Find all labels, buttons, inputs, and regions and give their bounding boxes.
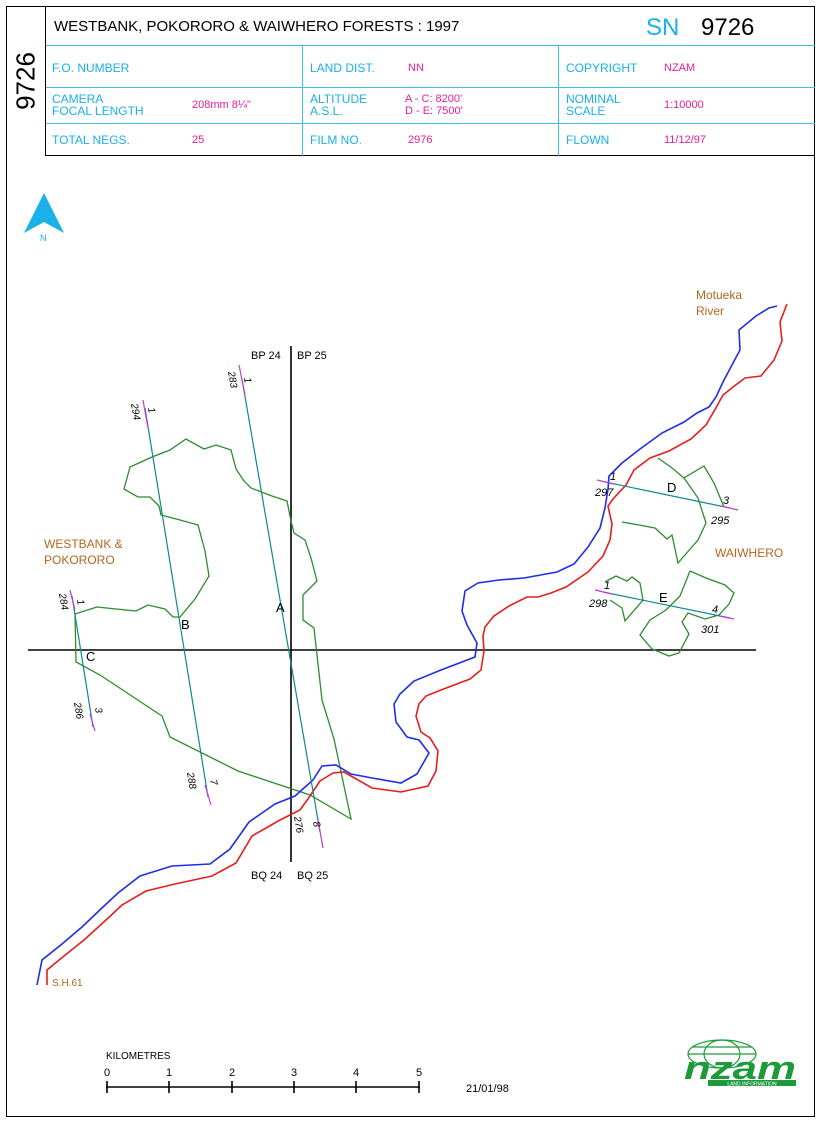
- run-e-end-frame: 4: [712, 604, 718, 616]
- sn-value: 9726: [701, 14, 755, 41]
- grid-label-bp25: BP 25: [297, 350, 327, 362]
- flight-line-a: [241, 378, 321, 833]
- film-value: 2976: [408, 134, 433, 146]
- sn-label: SN: [646, 14, 680, 41]
- film-label: FILM NO.: [310, 133, 363, 147]
- run-b-end-neg: 288: [184, 771, 198, 791]
- scale-label-2: SCALE: [566, 104, 606, 118]
- negs-label: TOTAL NEGS.: [52, 133, 130, 147]
- camera-label-2: FOCAL LENGTH: [52, 104, 144, 118]
- sheet-id-vertical: 9726: [6, 6, 46, 156]
- nzam-logo-icon: nzam LAND INFORMATION: [684, 1039, 796, 1088]
- fo-number-label: F.O. NUMBER: [52, 61, 130, 75]
- westbank-pokororo-boundary: [74, 438, 352, 821]
- river-name-line-1: Motueka: [696, 288, 742, 302]
- altitude-value-1: A - C: 8200': [405, 93, 463, 105]
- run-d-end-neg: 295: [710, 515, 730, 527]
- motueka-river: [36, 305, 778, 986]
- run-label-c: C: [86, 649, 95, 664]
- river-name-line-2: River: [696, 304, 724, 318]
- camera-label-1: CAMERA: [52, 92, 104, 106]
- info-row-3: TOTAL NEGS. 25 FILM NO. 2976 FLOWN 11/12…: [46, 124, 815, 156]
- place-westbank-line-2: POKORORO: [44, 553, 115, 567]
- run-d-end-frame: 3: [723, 495, 730, 507]
- copyright-label: COPYRIGHT: [566, 61, 638, 75]
- scale-tick-4: 4: [353, 1067, 359, 1079]
- copyright-value: NZAM: [664, 62, 696, 74]
- waiwhero-boundary-1: [621, 465, 725, 565]
- land-dist-value: NN: [408, 62, 424, 74]
- title-block: WESTBANK, POKORORO & WAIWHERO FORESTS : …: [46, 6, 815, 156]
- info-row-2: CAMERA FOCAL LENGTH 208mm 8¼" ALTITUDE A…: [46, 88, 815, 124]
- waiwhero-boundary-4: [639, 570, 735, 657]
- scale-tick-3: 3: [291, 1067, 297, 1079]
- grid-label-bq25: BQ 25: [297, 870, 328, 882]
- info-row-1: F.O. NUMBER LAND DIST. NN COPYRIGHT NZAM: [46, 46, 815, 88]
- grid-label-bq24: BQ 24: [251, 870, 282, 882]
- run-c-start-neg: 284: [56, 592, 70, 612]
- camera-value: 208mm 8¼": [192, 99, 251, 111]
- run-a-start-frame: 1: [241, 377, 253, 384]
- run-b-end-frame: 7: [207, 779, 219, 787]
- frame-ticks: [69, 364, 739, 849]
- altitude-label-1: ALTITUDE: [310, 92, 368, 106]
- map-grid: [28, 346, 756, 862]
- run-e-start-neg: 298: [588, 598, 608, 610]
- flight-line-e: [602, 591, 731, 619]
- altitude-label-2: A.S.L.: [310, 104, 343, 118]
- scale-tick-5: 5: [416, 1067, 422, 1079]
- flight-line-b: [144, 407, 209, 798]
- flown-value: 11/12/97: [664, 134, 707, 146]
- run-e-start-frame: 1: [604, 580, 610, 592]
- run-a-end-neg: 276: [291, 815, 305, 835]
- map-sheet-frame: [6, 6, 815, 1117]
- land-dist-label: LAND DIST.: [310, 61, 375, 75]
- column-divider-1: [302, 46, 303, 156]
- column-divider-2: [558, 46, 559, 156]
- run-c-end-frame: 3: [92, 707, 104, 715]
- north-arrow-icon: N: [24, 193, 64, 243]
- scale-tick-2: 2: [229, 1067, 235, 1079]
- logo-tagline: LAND INFORMATION: [727, 1082, 777, 1088]
- place-waiwhero: WAIWHERO: [715, 546, 783, 560]
- scale-bar-title: KILOMETRES: [106, 1051, 171, 1062]
- run-d-start-frame: 1: [610, 471, 616, 483]
- flight-lines: [71, 378, 731, 833]
- run-d-start-neg: 297: [594, 487, 614, 499]
- run-b-start-frame: 1: [145, 407, 157, 414]
- flight-line-c: [71, 595, 94, 728]
- run-label-e: E: [659, 590, 668, 605]
- scale-label-1: NOMINAL: [566, 92, 621, 106]
- compile-date: 21/01/98: [466, 1083, 509, 1095]
- scale-tick-1: 1: [166, 1067, 172, 1079]
- waiwhero-boundary-3: [604, 575, 644, 623]
- altitude-value-2: D - E: 7500': [405, 105, 463, 117]
- place-westbank-line-1: WESTBANK &: [44, 537, 123, 551]
- forest-boundaries: [74, 438, 735, 821]
- run-label-d: D: [667, 480, 676, 495]
- negs-value: 25: [192, 134, 205, 146]
- run-c-end-neg: 286: [71, 701, 85, 721]
- run-a-end-frame: 8: [310, 821, 322, 829]
- run-b-start-neg: 294: [128, 402, 142, 422]
- waiwhero-boundary-2: [657, 457, 685, 479]
- sh61-road: [46, 303, 788, 985]
- run-label-a: A: [276, 600, 285, 615]
- run-label-b: B: [181, 617, 190, 632]
- north-label: N: [40, 233, 47, 243]
- run-c-start-frame: 1: [74, 599, 86, 606]
- flown-label: FLOWN: [566, 133, 610, 147]
- grid-label-bp24: BP 24: [251, 350, 281, 362]
- highway-label: S.H.61: [52, 978, 83, 989]
- scale-value: 1:10000: [664, 99, 704, 111]
- scale-bar: KILOMETRES 0 1 2 3 4 5: [104, 1051, 422, 1093]
- map-title: WESTBANK, POKORORO & WAIWHERO FORESTS : …: [54, 18, 460, 35]
- title-row: WESTBANK, POKORORO & WAIWHERO FORESTS : …: [46, 6, 815, 46]
- run-e-end-neg: 301: [701, 624, 719, 636]
- scale-tick-0: 0: [104, 1067, 110, 1079]
- run-a-start-neg: 283: [225, 370, 239, 390]
- flight-line-d: [604, 481, 731, 509]
